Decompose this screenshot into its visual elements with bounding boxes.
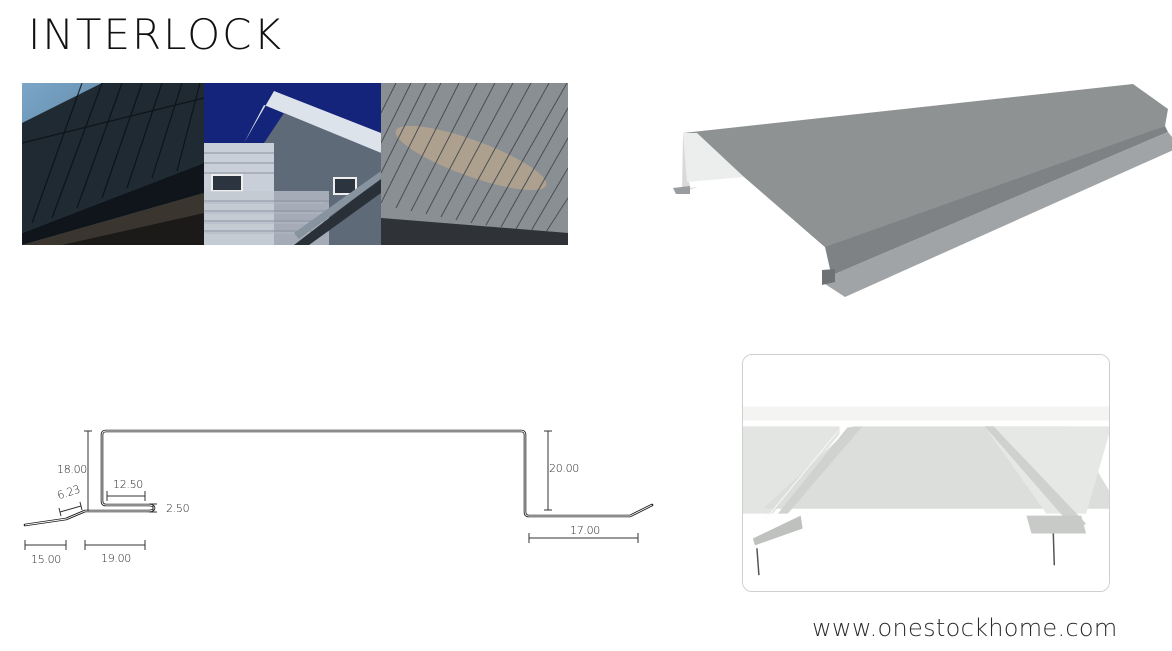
website-url: www.onestockhome.com (812, 614, 1118, 642)
dim-base-width: 19.00 (101, 552, 131, 565)
installation-image (742, 354, 1110, 592)
product-render (670, 82, 1172, 312)
photo-strip (22, 83, 568, 245)
dark-facade-photo (22, 83, 204, 245)
dim-hook-gap: 2.50 (166, 502, 190, 515)
page-title: INTERLOCK (28, 10, 284, 59)
dim-hook-width: 12.50 (113, 478, 143, 491)
house-exterior-photo (204, 83, 381, 245)
dim-height-left: 18.00 (57, 463, 87, 476)
dim-left-flange: 15.00 (31, 553, 61, 566)
dim-height-right: 20.00 (549, 462, 579, 475)
profile-drawing (18, 420, 668, 580)
roof-panel-photo (381, 83, 568, 245)
dim-right-flange: 17.00 (570, 524, 600, 537)
